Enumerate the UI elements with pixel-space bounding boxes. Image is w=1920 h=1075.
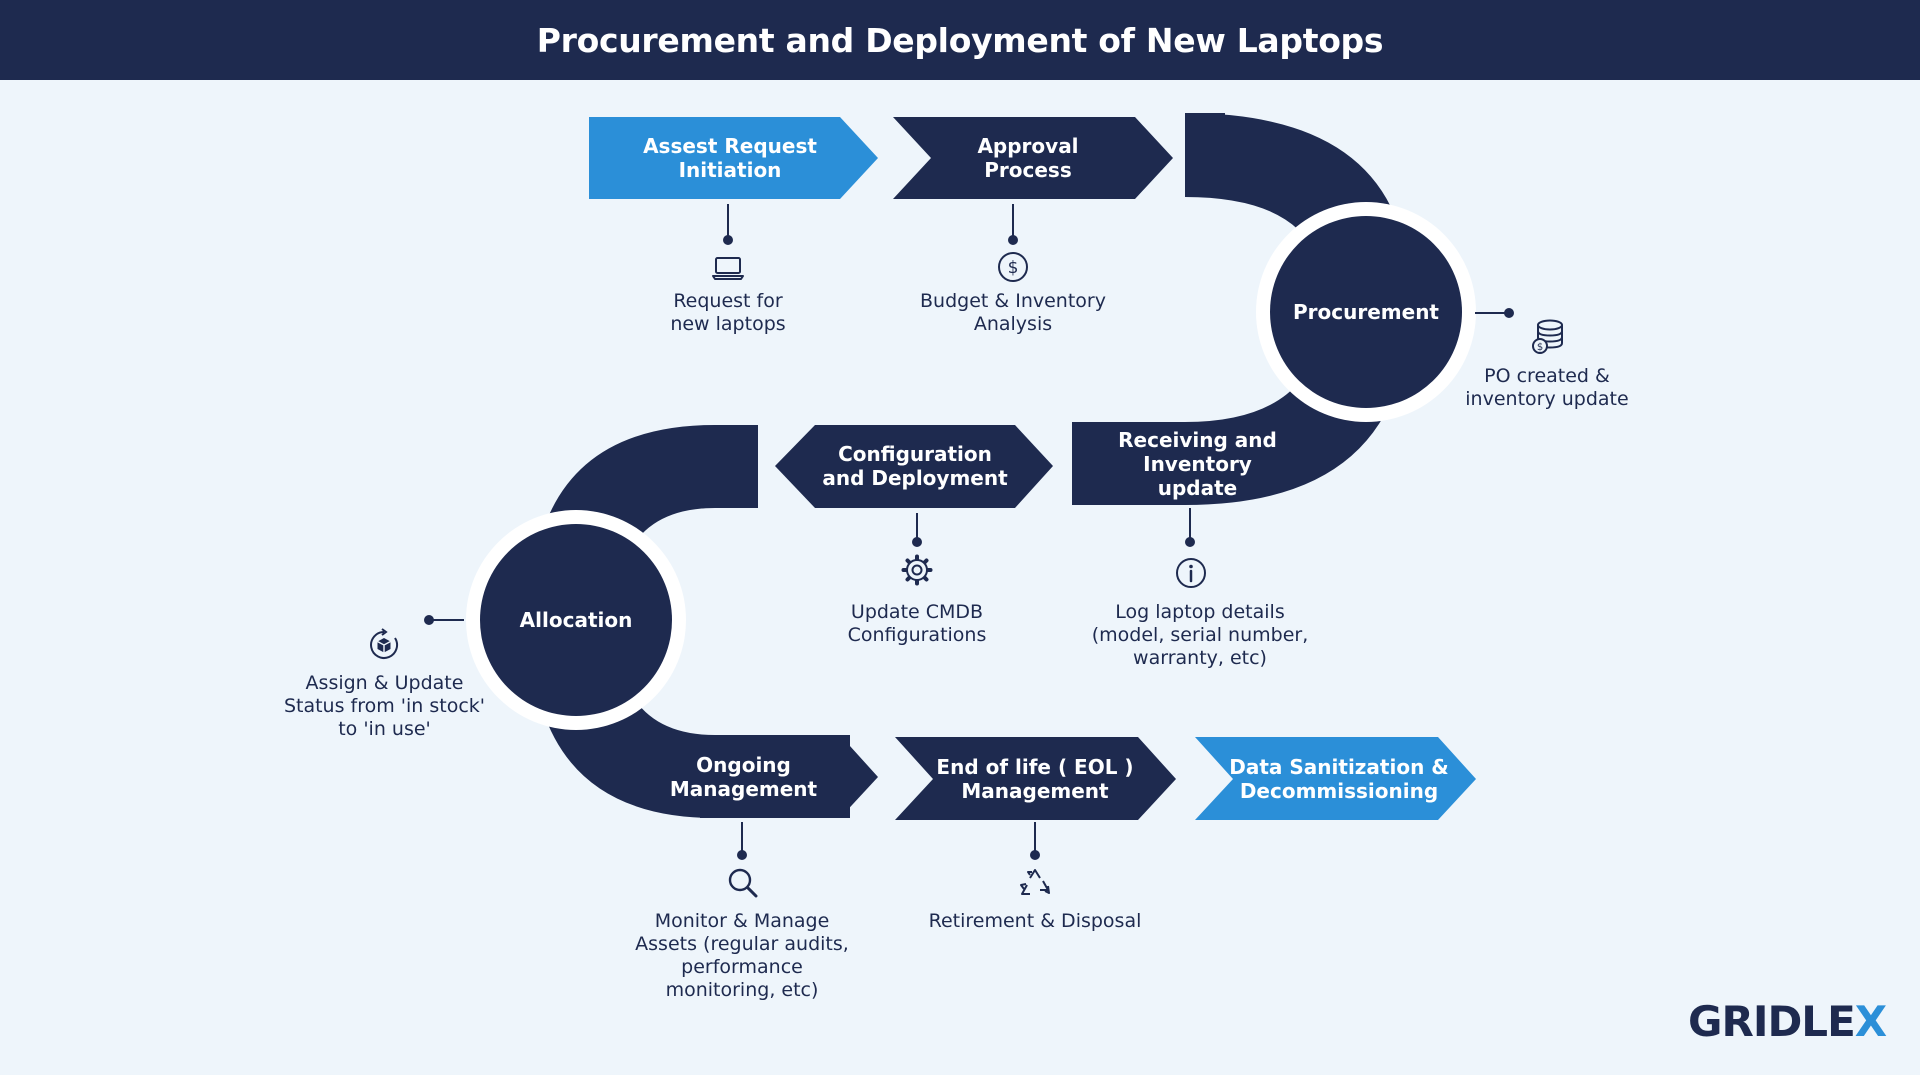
flow-exit-shape	[715, 425, 758, 508]
recycle-icon	[1020, 869, 1050, 895]
caption-request: Request for new laptops	[670, 290, 786, 335]
svg-text:$: $	[1537, 342, 1543, 353]
connectors	[424, 204, 1514, 860]
header-bar: Procurement and Deployment of New Laptop…	[0, 0, 1920, 80]
gear-icon	[901, 554, 933, 586]
step-approval-shape	[893, 117, 1173, 199]
dollar-coin-icon: $	[998, 252, 1028, 282]
caption-retirement: Retirement & Disposal	[928, 910, 1142, 932]
step-asset-request-label: Assest Request Initiation	[643, 134, 817, 182]
step-eol-label: End of life ( EOL ) Management	[936, 755, 1134, 803]
info-icon	[1176, 558, 1206, 588]
step-configuration-shape	[775, 425, 1053, 508]
step-receiving-label: Receiving and Inventory update	[1118, 428, 1277, 500]
step-configuration-label: Configuration and Deployment	[822, 442, 1008, 490]
step-data-sanitization-shape	[1195, 737, 1476, 820]
page-title: Procurement and Deployment of New Laptop…	[536, 20, 1384, 60]
step-asset-request-shape	[589, 117, 878, 199]
procurement-circle	[1270, 216, 1462, 408]
allocation-circle	[480, 524, 672, 716]
step-procurement-label: Procurement	[1293, 300, 1439, 324]
caption-po-created: PO created & inventory update	[1465, 365, 1629, 410]
box-refresh-icon	[370, 628, 398, 659]
step-approval-label: Approval Process	[977, 134, 1079, 182]
caption-budget: Budget & Inventory Analysis	[920, 290, 1106, 335]
step-receiving-shape	[1072, 422, 1110, 505]
caption-assign-update: Assign & Update Status from 'in stock' t…	[283, 672, 486, 740]
gridlex-logo: GRIDLEX	[1688, 997, 1887, 1046]
svg-text:$: $	[1008, 258, 1019, 278]
caption-update-cmdb: Update CMDB Configurations	[847, 601, 987, 646]
database-coin-icon: $	[1532, 319, 1563, 354]
step-ongoing-label: Ongoing Management	[669, 753, 818, 801]
caption-log-details: Log laptop details (model, serial number…	[1091, 601, 1309, 669]
laptop-icon	[712, 257, 744, 280]
step-data-sanitization-label: Data Sanitization & Decommissioning	[1229, 755, 1449, 803]
step-eol-shape	[895, 737, 1176, 820]
magnifier-icon	[728, 868, 758, 898]
step-ongoing-shape	[700, 735, 878, 818]
flow-entry-shape	[1187, 113, 1225, 197]
step-allocation-label: Allocation	[519, 608, 633, 632]
caption-monitor: Monitor & Manage Assets (regular audits,…	[635, 910, 849, 1001]
